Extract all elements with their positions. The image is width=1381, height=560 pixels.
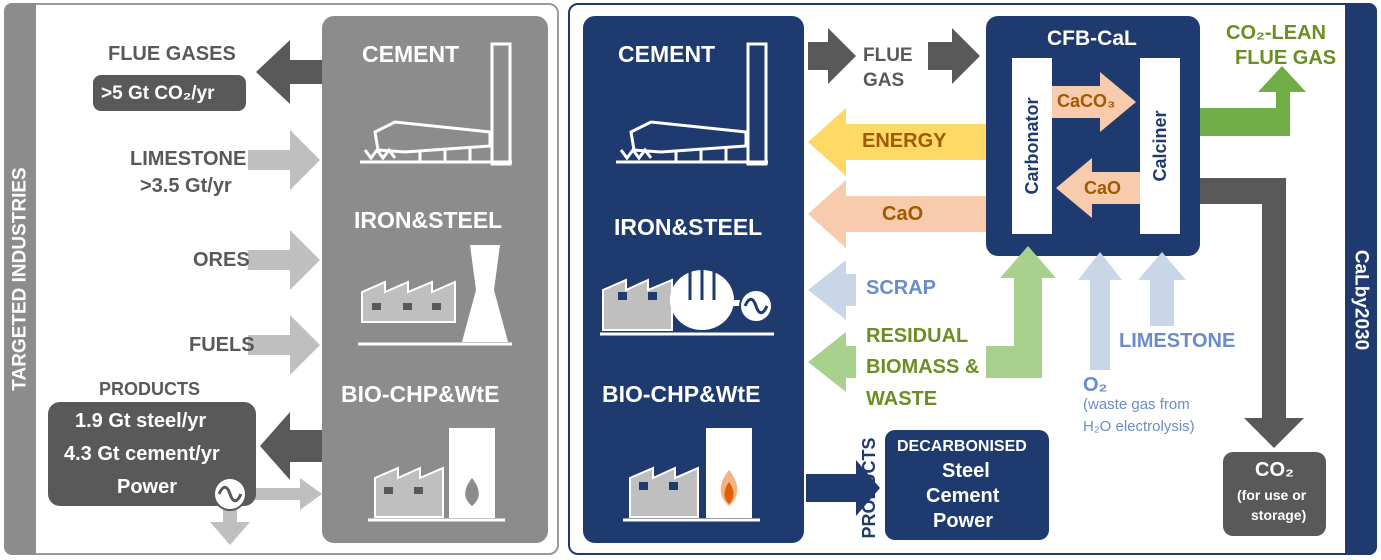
co2-lean-line2: FLUE GAS bbox=[1235, 47, 1337, 69]
limestone-in-label: LIMESTONE bbox=[1119, 330, 1236, 352]
left-bio-chp-label: BIO-CHP&WtE bbox=[341, 381, 500, 407]
limestone-arrow bbox=[248, 130, 320, 190]
caco3-label: CaCO₃ bbox=[1057, 91, 1116, 111]
calciner-column bbox=[1140, 58, 1180, 234]
limestone-value: >3.5 Gt/yr bbox=[140, 175, 232, 197]
right-steel-plant-icon bbox=[600, 262, 774, 336]
residual-line2: BIOMASS & bbox=[866, 356, 980, 378]
products-arrow bbox=[260, 412, 322, 480]
cao-inner-arrow bbox=[1056, 158, 1140, 218]
energy-arrow bbox=[808, 108, 986, 176]
limestone-in-arrow bbox=[1138, 252, 1186, 326]
cfb-cal-title: CFB-CaL bbox=[1047, 27, 1137, 50]
right-iron-steel-label: IRON&STEEL bbox=[614, 214, 763, 240]
energy-label: ENERGY bbox=[862, 130, 947, 152]
fuels-arrow bbox=[248, 315, 320, 375]
cao-out-label: CaO bbox=[882, 203, 924, 225]
right-cement-plant-icon bbox=[616, 42, 768, 166]
power-down-arrow bbox=[210, 510, 250, 545]
right-side-bar bbox=[1345, 3, 1377, 555]
flue-gas-arrow-2 bbox=[928, 28, 980, 84]
co2-storage-note1: (for use or bbox=[1237, 487, 1307, 503]
co2-lean-arrow bbox=[1200, 66, 1306, 136]
flue-gas-arrow-1 bbox=[808, 28, 856, 84]
co2-storage-label: CO₂ bbox=[1255, 459, 1294, 481]
residual-line1: RESIDUAL bbox=[866, 325, 969, 347]
left-chp-plant-icon bbox=[368, 428, 505, 522]
co2-lean-line1: CO₂-LEAN bbox=[1226, 22, 1326, 44]
ores-label: ORES bbox=[193, 249, 250, 271]
products-line2: 4.3 Gt cement/yr bbox=[64, 443, 220, 465]
o2-note-line2: H₂O electrolysis) bbox=[1083, 418, 1195, 435]
right-cement-label: CEMENT bbox=[618, 41, 716, 67]
flue-gases-value-box bbox=[93, 75, 246, 111]
cao-out-arrow bbox=[808, 180, 986, 248]
products-out-arrow bbox=[806, 460, 880, 516]
limestone-label: LIMESTONE bbox=[130, 148, 247, 170]
decarbonised-box bbox=[885, 430, 1049, 540]
power-to-plant-arrow bbox=[254, 478, 322, 510]
products-vertical-label: PRODUCTS bbox=[858, 437, 879, 539]
left-cement-plant-icon bbox=[360, 42, 512, 166]
products-label: PRODUCTS bbox=[99, 379, 201, 399]
calciner-label: Calciner bbox=[1149, 110, 1170, 182]
fuels-label: FUELS bbox=[189, 334, 255, 356]
co2-out-arrow bbox=[1200, 178, 1304, 448]
left-cement-label: CEMENT bbox=[362, 41, 460, 67]
o2-arrow bbox=[1078, 252, 1122, 370]
left-diagram-graphics bbox=[210, 40, 512, 545]
right-chp-plant-icon bbox=[623, 428, 760, 522]
decarbonised-title: DECARBONISED bbox=[897, 438, 1027, 455]
scrap-label: SCRAP bbox=[866, 277, 937, 299]
flue-gas-label-line2: GAS bbox=[863, 70, 905, 91]
co2-storage-box bbox=[1223, 452, 1326, 536]
products-line1: 1.9 Gt steel/yr bbox=[75, 410, 207, 432]
decarbonised-line1: Steel bbox=[942, 460, 990, 482]
flue-gas-label-line1: FLUE bbox=[863, 45, 913, 66]
left-iron-steel-label: IRON&STEEL bbox=[354, 207, 503, 233]
flue-gases-value: >5 Gt CO₂/yr bbox=[101, 83, 215, 104]
flue-gases-arrow bbox=[256, 40, 322, 104]
decarbonised-line3: Power bbox=[933, 510, 994, 532]
left-side-bar bbox=[4, 3, 36, 555]
residual-biomass-arrow bbox=[808, 246, 1056, 392]
products-line3: Power bbox=[117, 476, 178, 498]
o2-note-line1: (waste gas from bbox=[1083, 396, 1190, 413]
carbonator-label: Carbonator bbox=[1021, 97, 1042, 195]
carbonator-column bbox=[1012, 58, 1052, 234]
scrap-arrow bbox=[808, 260, 856, 320]
residual-line3: WASTE bbox=[866, 388, 938, 410]
right-diagram-graphics bbox=[600, 28, 1306, 522]
decarbonised-line2: Cement bbox=[926, 485, 1000, 507]
left-steel-plant-icon bbox=[358, 245, 512, 346]
right-bio-chp-label: BIO-CHP&WtE bbox=[602, 381, 761, 407]
o2-label: O₂ bbox=[1083, 374, 1108, 396]
co2-storage-note2: storage) bbox=[1251, 507, 1307, 523]
flue-gases-label: FLUE GASES bbox=[108, 43, 236, 65]
caco3-arrow bbox=[1052, 72, 1136, 132]
cao-inner-label: CaO bbox=[1084, 178, 1122, 198]
ores-arrow bbox=[248, 230, 320, 290]
left-generator-icon bbox=[213, 477, 247, 511]
